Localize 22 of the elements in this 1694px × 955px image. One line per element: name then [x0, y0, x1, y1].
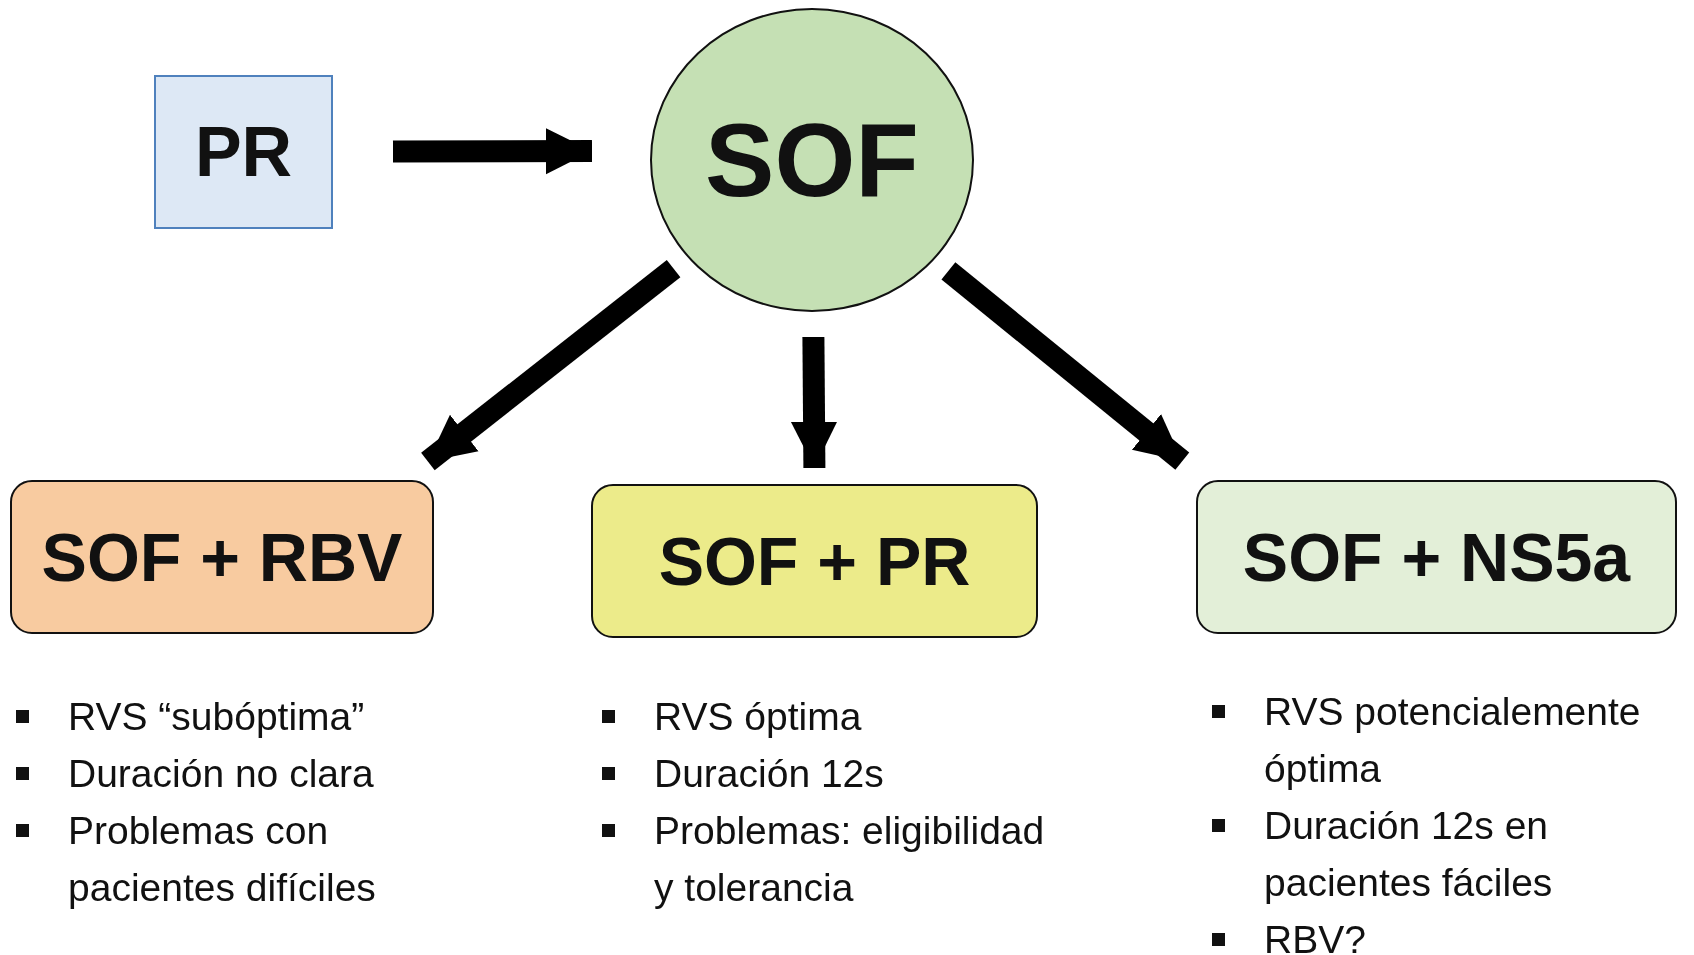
node-label: SOF + PR	[658, 527, 971, 595]
node-label: SOF + NS5a	[1242, 523, 1631, 591]
bullet-text: Duración no clara	[68, 752, 374, 795]
arrow	[790, 336, 838, 469]
node-label: SOF	[705, 108, 919, 212]
rounded-box	[10, 480, 434, 634]
bullet-text: RVS óptima	[654, 695, 862, 738]
bullet-text: RVS potencialemente óptima	[1264, 690, 1641, 790]
process-box	[154, 75, 333, 229]
node-label: SOF + RBV	[41, 523, 403, 591]
rounded-box	[1196, 480, 1677, 634]
arrow	[421, 259, 681, 471]
bullet-text: Problemas: eligibilidad y tolerancia	[654, 809, 1045, 909]
bullet-text: Duración 12s	[654, 752, 884, 795]
arrow	[392, 128, 593, 175]
bullet-text: Duración 12s en pacientes fáciles	[1264, 804, 1553, 904]
bullet-text: RBV?	[1264, 918, 1366, 955]
bullet-text: RVS “subóptima”	[68, 695, 365, 738]
arrow	[941, 262, 1190, 470]
bullet-text: Problemas con pacientes difíciles	[68, 809, 376, 909]
rounded-box	[591, 484, 1038, 638]
node-label: PR	[194, 117, 293, 187]
